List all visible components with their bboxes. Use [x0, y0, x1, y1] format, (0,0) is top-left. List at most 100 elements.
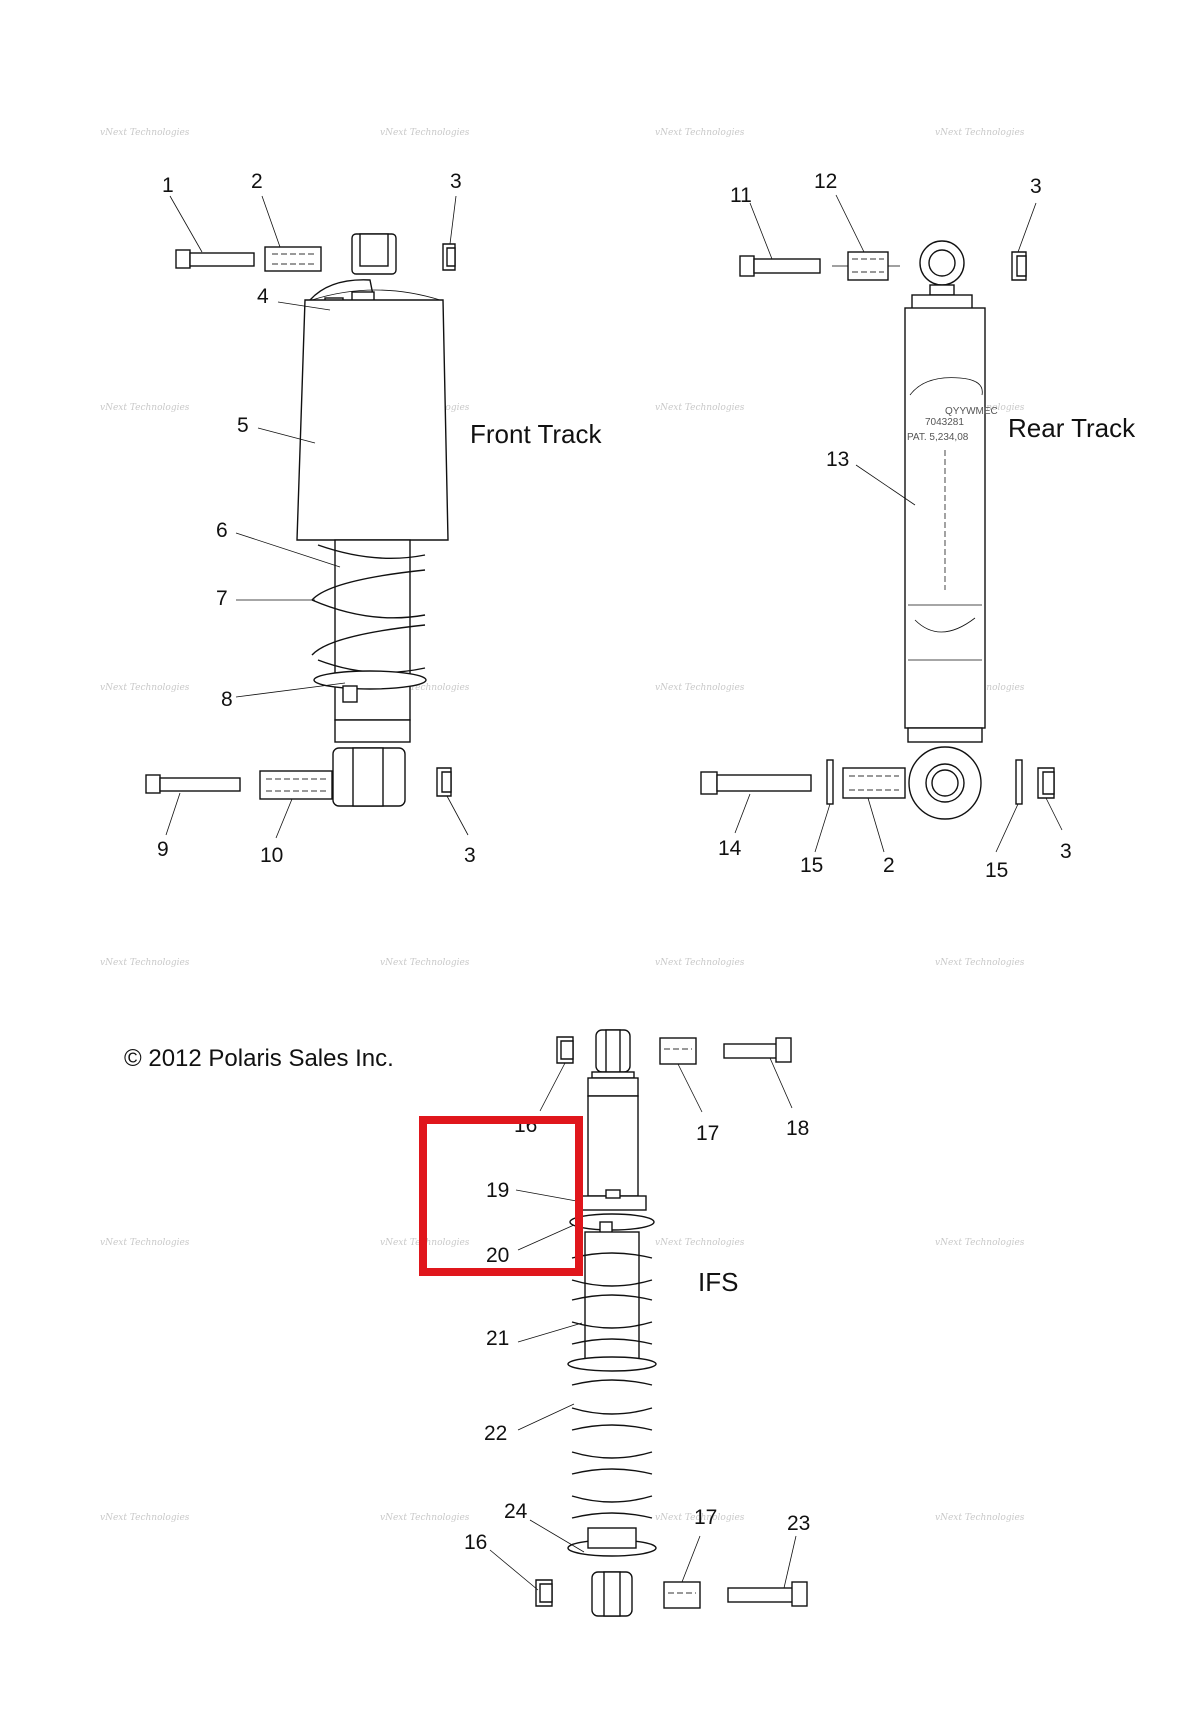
nut-16-bottom[interactable] [535, 1579, 553, 1607]
ifs-assembly: 16 17 18 19 20 21 22 24 16 17 23 IFS [464, 1029, 810, 1617]
bolt-1[interactable] [175, 249, 255, 269]
bolt-18[interactable] [723, 1037, 792, 1063]
bushing-2-rear[interactable] [842, 767, 906, 799]
callout-21: 21 [486, 1327, 509, 1350]
leader-3d [1045, 797, 1063, 831]
nut-3-bottom[interactable] [436, 767, 452, 797]
leader-3c [1017, 202, 1037, 253]
leader-20 [517, 1224, 575, 1251]
callout-22: 22 [484, 1422, 507, 1445]
watermark: vNext Technologies [935, 958, 1025, 968]
leader-24 [529, 1519, 585, 1553]
callout-15-right: 15 [985, 859, 1008, 882]
bolt-23[interactable] [727, 1581, 808, 1607]
nut-3-rear-bottom[interactable] [1037, 767, 1055, 799]
shock-lower-cap[interactable] [334, 719, 411, 743]
callout-6: 6 [216, 519, 228, 542]
bushing-17-bottom[interactable] [663, 1581, 701, 1609]
watermark: vNext Technologies [100, 1238, 190, 1248]
callout-17-bottom: 17 [694, 1506, 717, 1529]
nut-3-rear-top[interactable] [1011, 251, 1027, 281]
callout-16-bottom: 16 [464, 1531, 487, 1554]
shock-label-code: QYYWMEC [945, 406, 998, 417]
leader-4 [277, 301, 331, 311]
leader-17a [677, 1063, 703, 1113]
watermark: vNext Technologies [380, 1513, 470, 1523]
bushing-10[interactable] [259, 770, 333, 800]
callout-9: 9 [157, 838, 169, 861]
watermark: vNext Technologies [100, 683, 190, 693]
leader-21 [517, 1322, 583, 1343]
leader-2b [867, 797, 885, 853]
leader-6 [235, 532, 341, 568]
watermark: vNext Technologies [655, 403, 745, 413]
callout-11: 11 [730, 184, 752, 207]
highlight-box [419, 1116, 583, 1276]
bolt-9[interactable] [145, 774, 241, 794]
leader-12 [835, 194, 865, 253]
leader-19 [515, 1189, 583, 1203]
spacer-12[interactable] [847, 251, 889, 281]
callout-14: 14 [718, 837, 742, 860]
watermark: vNext Technologies [935, 1238, 1025, 1248]
bolt-11[interactable] [739, 255, 821, 277]
leader-15b [995, 803, 1019, 853]
shock-label-patent: PAT. 5,234,08 [907, 432, 969, 443]
rear-shock-body-13[interactable]: 7043281 PAT. 5,234,08 QYYWMEC [904, 307, 998, 729]
ifs-lower-eye[interactable] [591, 1571, 633, 1617]
shock-body-5[interactable] [296, 289, 449, 541]
nut-3-top[interactable] [442, 243, 456, 271]
callout-23: 23 [787, 1512, 810, 1535]
leader-13 [855, 464, 916, 506]
leader-17b [681, 1535, 701, 1583]
spring-seat-8[interactable] [313, 670, 427, 703]
section-label-front: Front Track [470, 419, 602, 449]
callout-7: 7 [216, 587, 228, 610]
callout-19: 19 [486, 1179, 509, 1202]
callout-10: 10 [260, 844, 283, 867]
ifs-top-eye[interactable] [591, 1029, 635, 1079]
leader-1 [169, 195, 203, 253]
watermarks: vNext Technologies vNext Technologies vN… [100, 128, 1025, 1523]
leader-2 [261, 195, 281, 248]
collar-19[interactable] [579, 1189, 647, 1211]
rear-shock-top-cap[interactable] [911, 294, 973, 310]
leader-15a [814, 803, 831, 853]
nut-16-top[interactable] [556, 1036, 574, 1064]
washer-15-right[interactable] [1015, 759, 1023, 805]
rear-track-assembly: 7043281 PAT. 5,234,08 QYYWMEC [700, 170, 1136, 882]
callout-2-rear: 2 [883, 854, 895, 877]
bushing-17-top[interactable] [659, 1037, 697, 1065]
spring-22[interactable] [567, 1356, 657, 1519]
bolt-14[interactable] [700, 771, 812, 795]
watermark: vNext Technologies [655, 683, 745, 693]
callout-3-rear-bottom: 3 [1060, 840, 1072, 863]
bushing-2[interactable] [264, 246, 322, 272]
ifs-upper-body[interactable] [587, 1077, 639, 1197]
callout-3: 3 [450, 170, 462, 193]
spring-seat-24[interactable] [567, 1527, 657, 1557]
leader-11 [749, 202, 773, 260]
shock-lower-eye[interactable] [332, 747, 406, 807]
rear-shock-lower-eye[interactable] [908, 746, 982, 820]
rear-shock-top-eye[interactable] [919, 240, 965, 296]
callout-5: 5 [237, 414, 249, 437]
leader-8 [235, 682, 346, 698]
watermark: vNext Technologies [100, 958, 190, 968]
callout-12: 12 [814, 170, 837, 193]
callout-17-top: 17 [696, 1122, 719, 1145]
callout-3-rear-top: 3 [1030, 175, 1042, 198]
leader-10 [275, 798, 293, 839]
leader-22 [517, 1403, 575, 1431]
leader-3 [449, 195, 457, 245]
callout-4: 4 [257, 285, 269, 308]
callout-24: 24 [504, 1500, 528, 1523]
callout-15-left: 15 [800, 854, 823, 877]
washer-15-left[interactable] [826, 759, 834, 805]
leader-3b [446, 795, 469, 836]
rear-shock-lower-collar[interactable] [907, 727, 983, 743]
shock-top-eye[interactable] [351, 233, 397, 275]
spring-21[interactable] [571, 1231, 653, 1363]
watermark: vNext Technologies [380, 128, 470, 138]
